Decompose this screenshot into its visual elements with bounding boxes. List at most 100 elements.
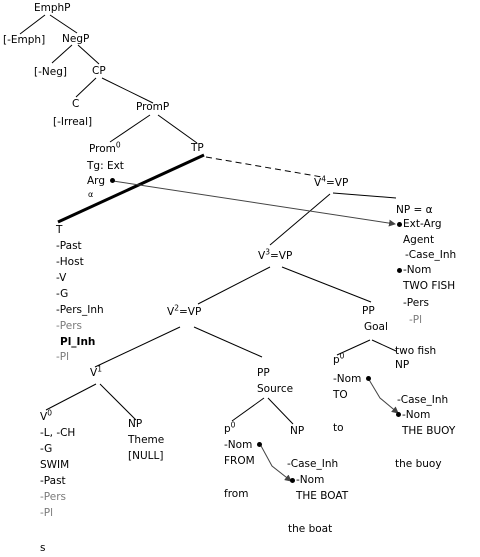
- label-null: [NULL]: [128, 450, 164, 462]
- node-v4: V4=VP: [314, 174, 349, 189]
- lexeme-two-fish: TWO FISH: [403, 280, 456, 292]
- node-v0: V0: [40, 408, 52, 423]
- feature-irreal: [-Irreal]: [53, 116, 93, 128]
- feature-goal-case-inh: -Case_Inh: [397, 394, 449, 406]
- feature-src-p-nom: -Nom: [224, 439, 253, 451]
- feature-src-case-inh: -Case_Inh: [287, 458, 339, 470]
- lexeme-to: TO: [333, 389, 348, 401]
- gloss-from: from: [224, 488, 249, 500]
- edge-ppgoal-p0: [336, 339, 371, 356]
- edge-v3-v2: [197, 266, 271, 305]
- edge-v3-ppgoal: [281, 266, 372, 303]
- node-p0-goal: p0: [333, 351, 345, 366]
- arg-dot: [110, 178, 115, 183]
- src-np-dot: [290, 478, 295, 483]
- node-promp: PromP: [136, 101, 170, 113]
- edge-emphp-feat: [19, 14, 46, 35]
- arrow-arg-to-np: [112, 180, 396, 227]
- feature-t-host: -Host: [56, 256, 84, 268]
- node-v3: V3=VP: [258, 247, 293, 262]
- edge-negp-feat: [51, 44, 73, 64]
- feature-t-g: -G: [56, 288, 69, 300]
- label-goal: Goal: [364, 321, 388, 333]
- feature-ext-arg: Ext-Arg: [403, 218, 442, 230]
- arrow-to-to-thebuoy: [367, 377, 399, 414]
- node-np-source: NP: [290, 425, 305, 437]
- feature-v0-g: -G: [40, 443, 53, 455]
- feature-pl-gray: -Pl: [409, 314, 423, 326]
- feature-goal-p-nom: -Nom: [333, 373, 362, 385]
- node-v1: V1: [90, 364, 102, 379]
- edge-cp-promp: [101, 77, 154, 104]
- edge-negp-cp: [77, 44, 100, 65]
- feature-v0-l-ch: -L, -CH: [40, 427, 76, 439]
- gloss-the-buoy: the buoy: [395, 458, 442, 470]
- lexeme-the-boat: THE BOAT: [296, 490, 349, 502]
- feature-arg: Arg: [87, 175, 105, 187]
- feature-v0-pl-gray: -Pl: [40, 507, 54, 519]
- feature-v0-past: -Past: [40, 475, 66, 487]
- node-prom0: Prom0: [89, 140, 121, 155]
- feature-t-pl-inh: Pl_Inh: [60, 336, 96, 348]
- gloss-to: to: [333, 422, 344, 434]
- node-pp-source: PP: [257, 367, 270, 379]
- edge-promp-prom0: [109, 114, 151, 143]
- gloss-s: s: [40, 542, 46, 554]
- feature-nom: -Nom: [403, 264, 432, 276]
- lexeme-swim: SWIM: [40, 459, 70, 471]
- goal-p-dot: [366, 376, 371, 381]
- node-emphp: EmphP: [34, 2, 71, 14]
- feature-agent: Agent: [403, 234, 435, 246]
- node-np-alpha: NP = α: [396, 204, 433, 216]
- feature-emph: [-Emph]: [3, 34, 46, 46]
- edge-ppsrc-p0: [231, 397, 265, 422]
- edge-v1-v0: [45, 383, 97, 411]
- node-c: C: [72, 98, 80, 110]
- node-np-theme: NP: [128, 418, 143, 430]
- feature-neg: [-Neg]: [34, 66, 67, 78]
- edge-emphp-negp: [49, 14, 78, 34]
- edge-v4-np: [332, 192, 397, 199]
- node-pp-goal: PP: [362, 305, 375, 317]
- feature-t-pers-inh: -Pers_Inh: [56, 304, 104, 316]
- node-cp: CP: [92, 65, 106, 77]
- edge-tp-t-thick: [57, 153, 205, 224]
- edge-ppgoal-np: [371, 339, 397, 352]
- lexeme-from: FROM: [224, 455, 255, 467]
- edge-v1-np: [99, 383, 137, 421]
- edge-ppsrc-np: [267, 397, 294, 425]
- feature-goal-nom: -Nom: [402, 409, 431, 421]
- feature-case-inh: -Case_Inh: [405, 249, 457, 261]
- feature-v0-pers-gray: -Pers: [40, 491, 66, 503]
- goal-np-dot: [396, 412, 401, 417]
- edge-v2-ppsrc: [193, 326, 263, 358]
- node-t: T: [56, 224, 63, 236]
- gloss-two-fish: two fish: [395, 345, 437, 357]
- node-p0-source: p0: [224, 420, 236, 435]
- feature-pers: -Pers: [403, 297, 429, 309]
- alpha-index: α: [88, 190, 94, 199]
- node-v2: V2=VP: [167, 303, 202, 318]
- node-negp: NegP: [62, 33, 90, 45]
- edge-tp-v4: [205, 156, 323, 178]
- arrow-from-to-theboat: [259, 443, 292, 482]
- feature-t-pers-gray: -Pers: [56, 320, 82, 332]
- src-p-dot: [257, 442, 262, 447]
- np-alpha-dot: [397, 222, 402, 227]
- feature-tg-ext: Tg: Ext: [87, 160, 124, 172]
- feature-t-v: -V: [56, 272, 67, 284]
- np-alpha-nom-dot: [397, 268, 402, 273]
- node-np-goal: NP: [395, 359, 410, 371]
- feature-src-nom: -Nom: [296, 474, 325, 486]
- label-source: Source: [257, 383, 294, 395]
- node-tp: TP: [191, 142, 204, 154]
- edge-promp-tp: [157, 114, 198, 144]
- lexeme-the-buoy: THE BUOY: [402, 425, 456, 437]
- edge-v2-v1: [94, 326, 181, 368]
- label-theme: Theme: [128, 434, 165, 446]
- feature-t-past: -Past: [56, 240, 82, 252]
- edge-cp-c: [75, 77, 97, 98]
- gloss-the-boat: the boat: [288, 523, 333, 535]
